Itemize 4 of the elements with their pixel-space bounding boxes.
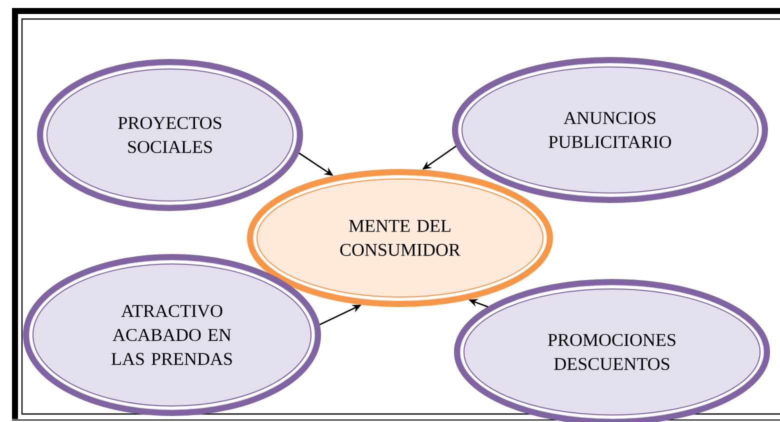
ellipse-node: PROYECTOS SOCIALES (37, 59, 303, 211)
ellipse-node: ATRACTIVO ACABADO EN LAS PRENDAS (23, 254, 321, 416)
ellipse-node: PROMOCIONES DESCUENTOS (454, 278, 770, 422)
ellipse-node: ANUNCIOS PUBLICITARIO (452, 57, 768, 203)
